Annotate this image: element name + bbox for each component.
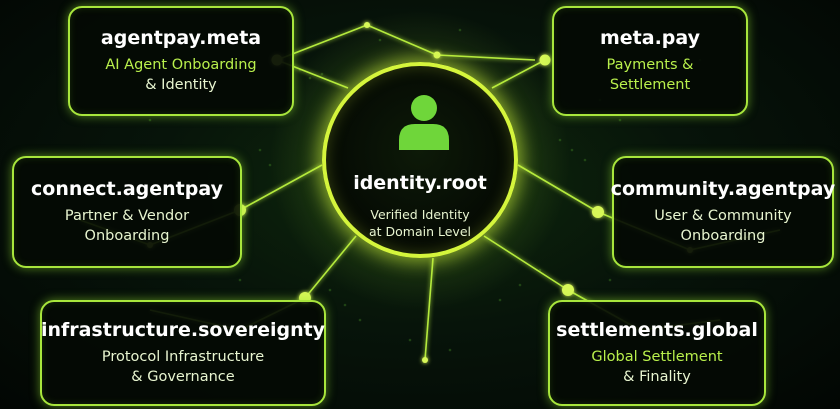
user-icon [399,95,449,150]
node-community-agentpay: community.agentpay User & Community Onbo… [610,156,836,268]
spoke-community-agentpay [517,164,599,213]
spoke-connect-agentpay [239,164,323,211]
node-desc-line1: Payments & [606,57,694,73]
spoke-infrastructure [304,235,357,299]
node-title: connect.agentpay [31,178,223,200]
node-meta-pay: meta.pay Payments & Settlement [552,6,748,116]
hub-subtitle: Verified Identity at Domain Level [326,206,514,240]
hub-subtitle-line2: at Domain Level [368,224,471,239]
node-desc-line1: User & Community [654,208,792,224]
identity-root-hub: identity.root Verified Identity at Domai… [322,62,518,258]
link-meta-pay-top [436,54,536,61]
node-desc-line1: Global Settlement [591,349,723,365]
network-line-bottom [424,257,434,361]
node-title: meta.pay [599,27,701,49]
node-title: infrastructure.sovereignty [40,319,326,341]
node-settlements-global: settlements.global Global Settlement & F… [548,300,766,406]
node-infrastructure-sovereignty: infrastructure.sovereignty Protocol Infr… [40,300,326,406]
node-agentpay-meta: agentpay.meta AI Agent Onboarding & Iden… [68,6,294,116]
node-title: settlements.global [556,319,758,341]
node-title: agentpay.meta [100,27,262,49]
node-desc-line1: Partner & Vendor [64,208,190,224]
node-desc-line2: Onboarding [680,228,766,244]
node-desc-line1: AI Agent Onboarding [105,57,257,73]
node-title: community.agentpay [610,178,836,200]
hub-subtitle-line1: Verified Identity [370,207,470,222]
node-desc-line1: Protocol Infrastructure [101,349,265,365]
node-desc-line2: & Identity [145,77,217,93]
node-connect-agentpay: connect.agentpay Partner & Vendor Onboar… [12,156,242,268]
node-desc-line2: & Finality [623,369,691,385]
node-desc-line2: & Governance [131,369,235,385]
spoke-settlements [483,235,569,291]
spoke-meta-pay [491,59,546,89]
node-desc-line2: Onboarding [84,228,170,244]
node-desc-line2: Settlement [609,77,691,93]
hub-title: identity.root [353,172,487,194]
